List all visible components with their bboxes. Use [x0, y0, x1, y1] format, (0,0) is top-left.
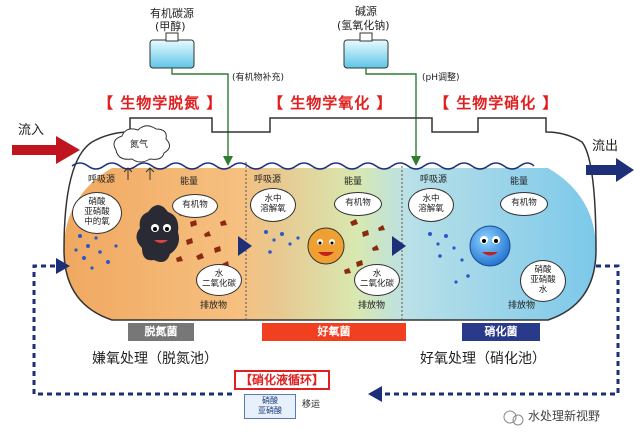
flow-arrow-2	[392, 236, 406, 256]
anoxic-label: 嫌氧处理（脱氮池）	[92, 351, 218, 367]
organic-source-title: 有机碳源	[150, 7, 194, 20]
organic-supplement-label: (有机物补充)	[232, 73, 285, 83]
energy-mid: 能量	[344, 177, 363, 187]
excretion-left: 排放物	[200, 301, 228, 311]
recirc-arrow-mid	[368, 386, 382, 402]
inlet-label: 流入	[18, 123, 45, 138]
organic-source-tank	[149, 32, 195, 69]
chip-denitrifier: 脱氮菌	[128, 323, 194, 341]
recycle-transfer: 移运	[302, 400, 321, 410]
alkali-source-title: 碱源	[355, 5, 377, 18]
respiration-mid: 呼吸源	[254, 175, 282, 185]
energy-left: 能量	[180, 177, 199, 187]
recirc-arrow-in	[56, 258, 70, 274]
energy-right: 能量	[510, 177, 529, 187]
organic-right-bubble: 有机物	[500, 192, 548, 216]
excretion-mid: 排放物	[358, 301, 386, 311]
watermark: 水处理新视野	[528, 409, 601, 423]
section-denitrification: 【 生物学脱氮 】	[98, 94, 223, 112]
recycle-title: 【硝化液循环】	[234, 370, 331, 390]
wechat-icon	[503, 410, 524, 426]
alkali-source-sub: (氢氧化钠)	[337, 19, 390, 32]
respiration-right: 呼吸源	[420, 175, 448, 185]
water-co2-mid-bubble: 水 二氧化碳	[354, 264, 400, 296]
dosing-arrow-left	[223, 156, 233, 166]
dissolved-o2-right-bubble: 水中 溶解氧	[408, 188, 454, 222]
nitrate-water-right-bubble: 硝酸 亚硝酸 水	[520, 260, 566, 302]
aerobic-label: 好氧处理（硝化池）	[420, 351, 546, 367]
nitrogen-cloud	[113, 125, 170, 163]
outlet-arrow	[586, 158, 634, 182]
chip-nitrifier: 硝化菌	[462, 323, 540, 341]
recirculation-loop	[32, 264, 620, 396]
organic-source-sub: (甲醇)	[155, 20, 186, 33]
outlet-label: 流出	[592, 139, 619, 154]
aerobic-bacterium	[307, 227, 345, 265]
excretion-right: 排放物	[508, 301, 536, 311]
nitrate-oxygen-bubble: 硝酸 亚硝酸 中的氧	[72, 192, 122, 234]
ph-adjust-label: (pH调整)	[422, 73, 460, 83]
dissolved-o2-mid-bubble: 水中 溶解氧	[250, 188, 296, 222]
flow-arrow-1	[238, 236, 252, 256]
nitrogen-gas-label: 氮气	[130, 140, 149, 150]
dosing-lines	[171, 68, 417, 158]
dosing-arrow-right	[411, 156, 421, 166]
water-co2-left-bubble: 水 二氧化碳	[196, 264, 242, 296]
organic-left-bubble: 有机物	[172, 194, 218, 218]
chip-aerobic: 好氧菌	[262, 323, 406, 341]
section-oxidation: 【 生物学氧化 】	[268, 94, 393, 112]
respiration-left: 呼吸源	[88, 175, 116, 185]
water-particles	[74, 230, 470, 284]
recycle-item: 硝酸 亚硝酸	[244, 394, 296, 419]
section-nitrification: 【 生物学硝化 】	[434, 94, 559, 112]
nitrifier-bacterium	[469, 225, 511, 267]
gas-rise-arrows	[123, 167, 155, 180]
denitrifier-bacterium	[136, 205, 179, 262]
alkali-source-tank	[343, 32, 389, 69]
organic-mid-bubble: 有机物	[334, 192, 382, 216]
inlet-arrow	[12, 136, 80, 164]
